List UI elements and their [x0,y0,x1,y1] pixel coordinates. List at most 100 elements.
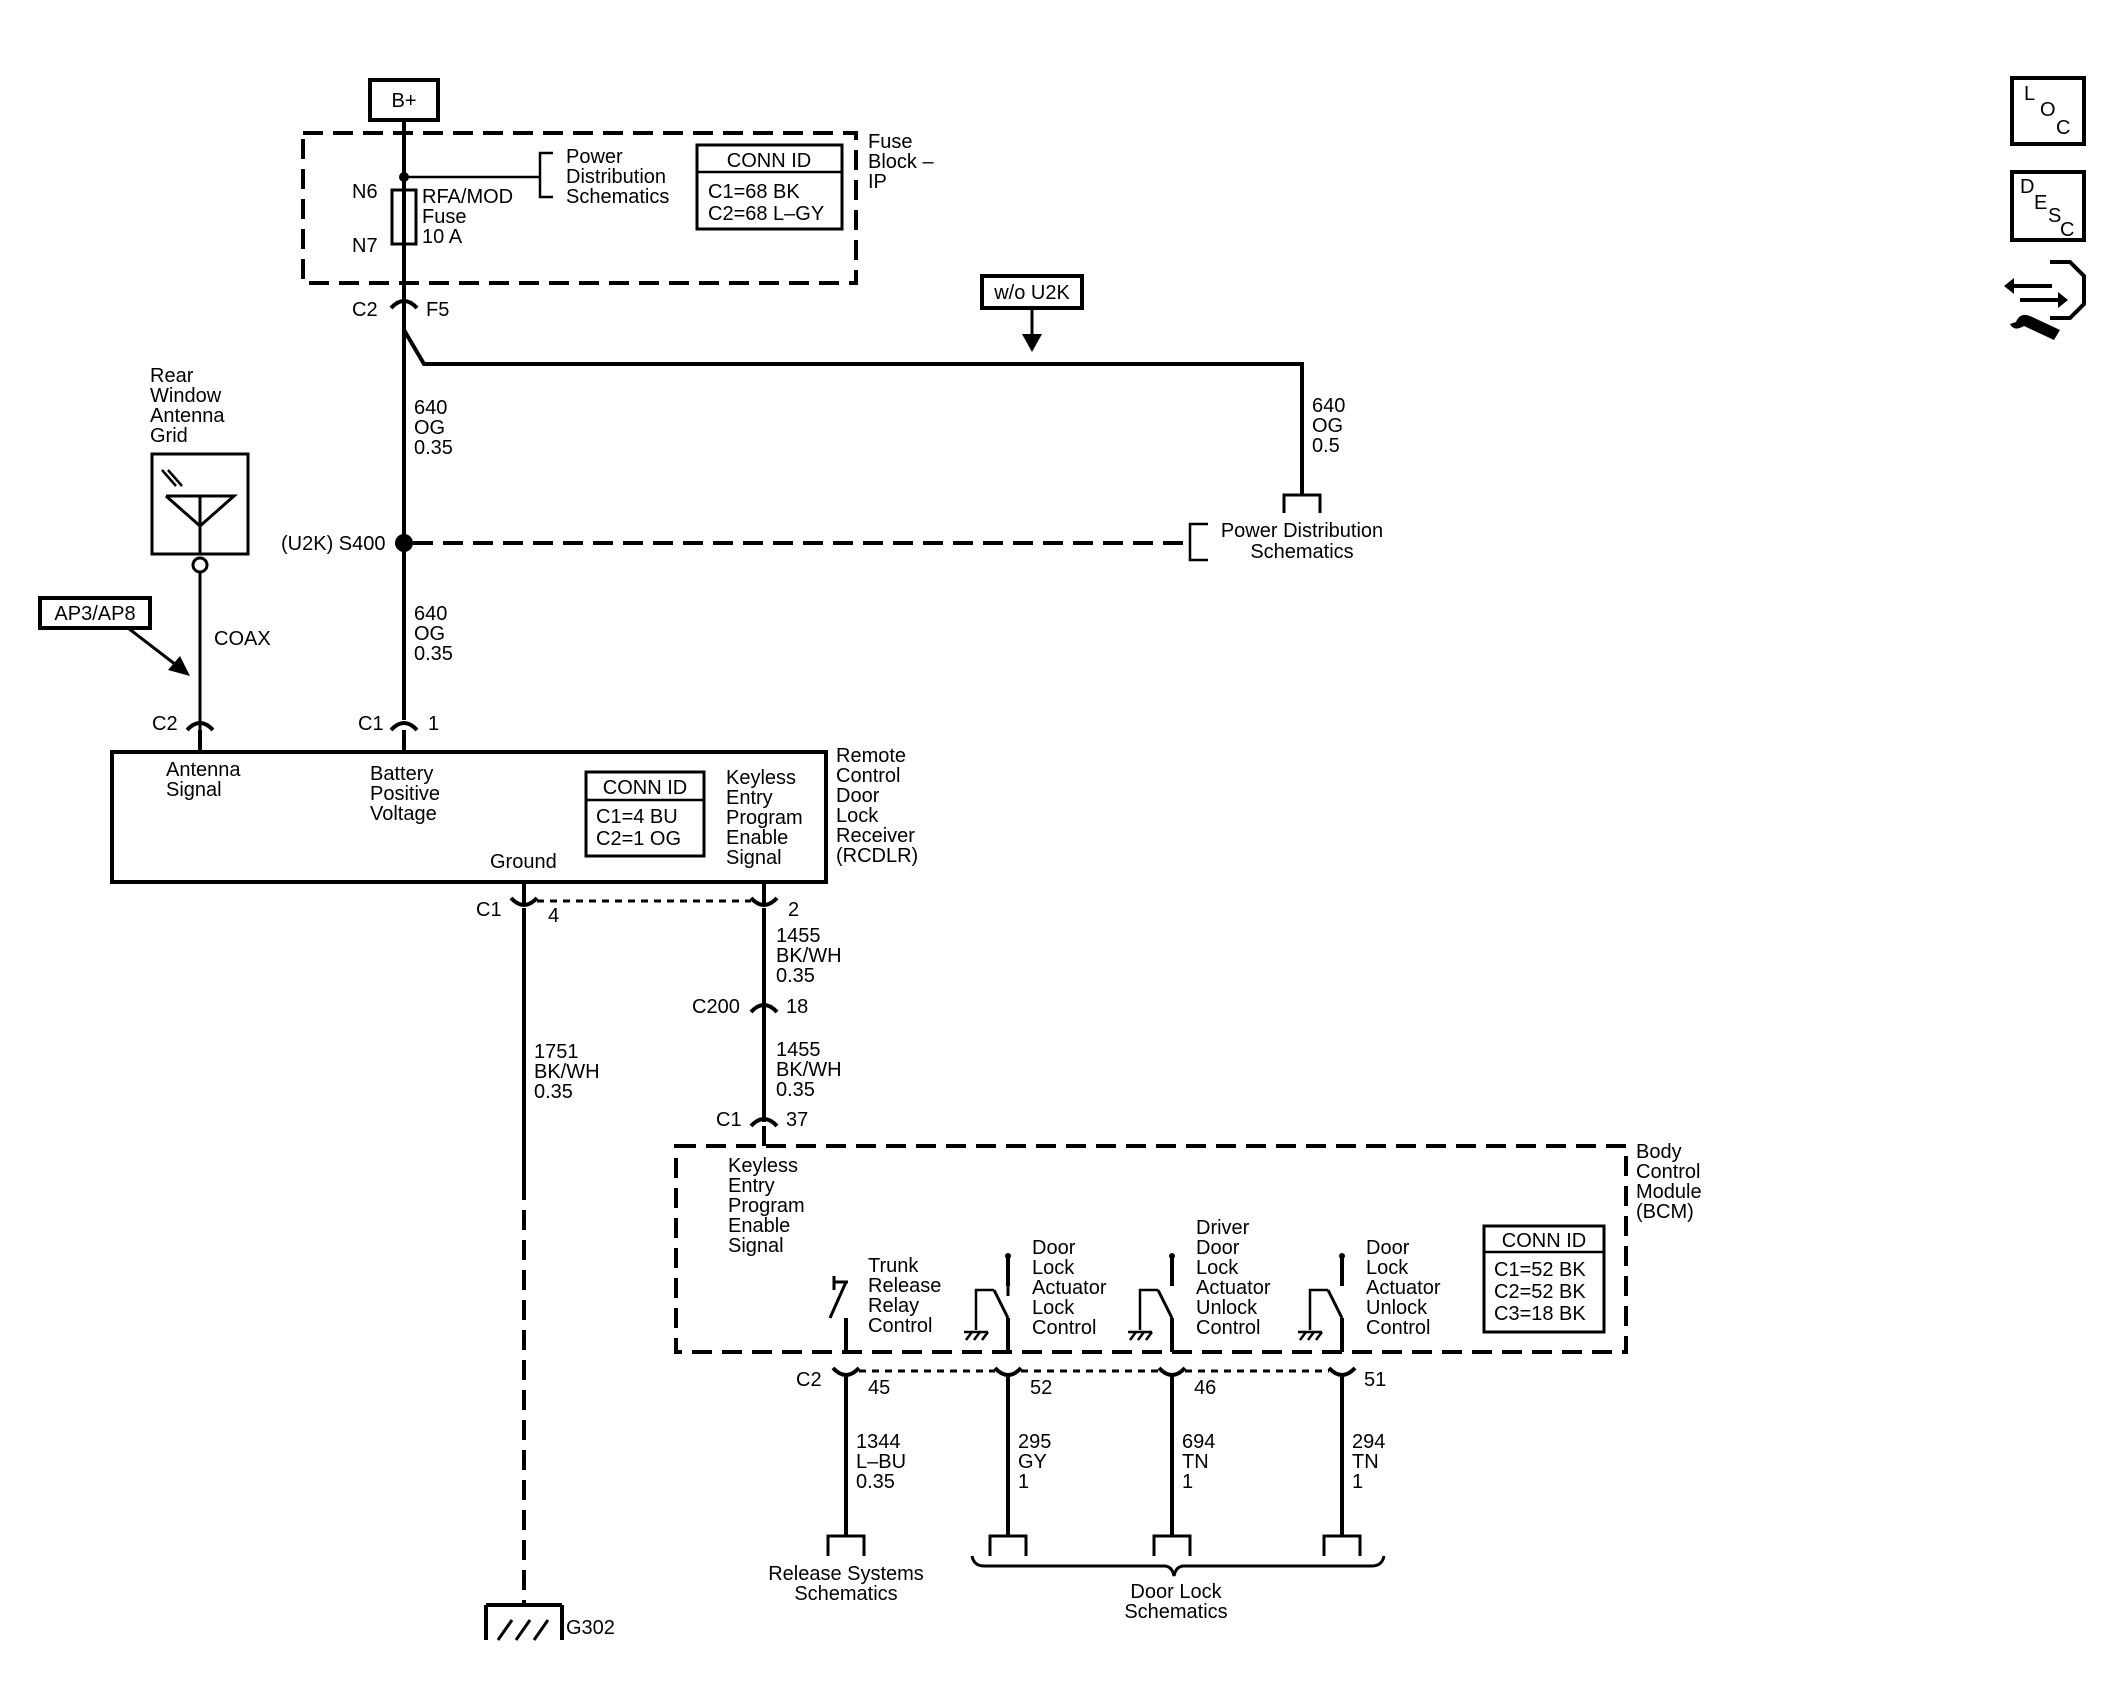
wire-kep-upper-color: BK/WH [776,945,842,967]
bcm-kep-line-1: Keyless [728,1155,798,1177]
loc-letter-o: O [2040,99,2056,121]
loc-button[interactable]: L O C [2010,76,2086,146]
bcm-name-line-4: (BCM) [1636,1201,1694,1223]
wire-ground-color: BK/WH [534,1061,600,1083]
rcdlr-antenna-line-1: Antenna [166,759,241,781]
connector-rcdlr-ground [509,896,539,907]
lock-control-switch [964,1253,1011,1352]
bcm-lock-line-5: Control [1032,1317,1096,1339]
connector-rcdlr-c1 [389,721,419,732]
ap3-arrow-head [168,656,190,676]
bcm-lock-line-1: Door [1032,1237,1076,1259]
bcm-driver-unlock-line-6: Control [1196,1317,1260,1339]
bcm-unlock-line-3: Actuator [1366,1277,1441,1299]
antenna-label-line-1: Rear [150,365,194,387]
connector-bcm-c2-pin-52 [993,1366,1023,1377]
bcm-pin-52-label: 52 [1030,1377,1052,1399]
antenna-label-line-4: Grid [150,425,188,447]
desc-letter-d: D [2020,176,2034,198]
wire-kep-lower-circuit: 1455 [776,1039,821,1061]
unlock-terminal-symbol [1322,1534,1362,1556]
desc-letter-s: S [2048,205,2061,227]
bplus-terminal: B+ [368,78,440,122]
option-tag-ap3-ap8-label: AP3/AP8 [54,603,135,625]
rcdlr-kep-line-1: Keyless [726,767,796,789]
rcdlr-kep-line-4: Enable [726,827,788,849]
fuse-power-ref-line-1: Power [566,146,623,168]
bcm-kep-line-4: Enable [728,1215,790,1237]
fuse-pin-n6: N6 [352,181,378,203]
rcdlr-name-line-2: Control [836,765,900,787]
connector-rcdlr-pin-4: 4 [548,905,559,927]
bcm-unlock-line-2: Lock [1366,1257,1409,1279]
connector-rcdlr-ground-label: C1 [476,899,502,921]
connector-bcm-c2-pin-46 [1157,1366,1187,1377]
connector-bcm-c2-label: C2 [796,1369,822,1391]
bcm-driver-unlock-line-1: Driver [1196,1217,1250,1239]
fuse-pin-n7: N7 [352,235,378,257]
antenna-label-line-2: Window [150,385,222,407]
bcm-conn-id-row-2: C2=52 BK [1494,1281,1586,1303]
wire-lock-color: GY [1018,1451,1047,1473]
rcdlr-module-box [110,750,828,884]
bcm-lock-line-4: Lock [1032,1297,1075,1319]
ground-g302-symbol [484,1603,564,1641]
wire-main-upper-size: 0.35 [414,437,453,459]
connector-bcm-pin-37: 37 [786,1109,808,1131]
wire-kep-upper-circuit: 1455 [776,925,821,947]
rcdlr-antenna-line-2: Signal [166,779,222,801]
connector-c2-label: C2 [352,299,378,321]
bcm-conn-id-row-3: C3=18 BK [1494,1303,1586,1325]
doorlock-ref-line-1: Door Lock [1130,1581,1222,1603]
rcdlr-kep-line-3: Program [726,807,803,829]
bcm-pin-51-label: 51 [1364,1369,1386,1391]
wire-unlock-color: TN [1352,1451,1379,1473]
connector-c200 [749,1003,779,1014]
bcm-name-line-3: Module [1636,1181,1702,1203]
bcm-name-line-1: Body [1636,1141,1682,1163]
ap3-arrow-shaft [127,626,181,670]
door-lock-brace [970,1555,1386,1577]
rcdlr-ground-label: Ground [490,851,557,873]
connector-tool-icon[interactable] [2004,260,2086,340]
connector-rcdlr-c2 [185,721,215,732]
bplus-label: B+ [391,90,416,112]
bcm-driver-unlock-line-3: Lock [1196,1257,1239,1279]
wire-640-og-branch [402,328,1304,495]
connector-bcm-c2-pin-51 [1327,1366,1357,1377]
desc-button[interactable]: D E S C [2010,170,2086,242]
bcm-lock-line-2: Lock [1032,1257,1075,1279]
fuse-conn-id-title: CONN ID [727,150,811,172]
wire-ground-circuit: 1751 [534,1041,579,1063]
release-ref-line-1: Release Systems [768,1563,924,1585]
connector-c200-label: C200 [692,996,740,1018]
wire-main-lower-color: OG [414,623,445,645]
rcdlr-name-line-4: Lock [836,805,879,827]
loc-letter-l: L [2024,83,2035,105]
fuse-label-line-1: RFA/MOD [422,186,513,208]
fuse-label-line-2: Fuse [422,206,466,228]
wire-driver-unlock-size: 1 [1182,1471,1193,1493]
bcm-pin-45-label: 45 [868,1377,890,1399]
rcdlr-name-line-3: Door [836,785,880,807]
fuse-block-name-line-1: Fuse [868,131,912,153]
splice-s400-dot [395,534,413,552]
desc-letter-e: E [2034,192,2047,214]
antenna-coax-terminal [191,556,209,574]
connector-bcm-c1 [749,1117,779,1128]
bcm-kep-line-5: Signal [728,1235,784,1257]
antenna-label-line-3: Antenna [150,405,225,427]
trunk-relay-switch [828,1276,848,1352]
wire-branch-size: 0.5 [1312,435,1340,457]
option-tag-ap3-ap8: AP3/AP8 [38,596,152,630]
fuse-label-line-3: 10 A [422,226,463,248]
power-dist-ref-bracket [1188,522,1208,562]
rcdlr-battery-line-2: Positive [370,783,440,805]
bcm-unlock-line-5: Control [1366,1317,1430,1339]
antenna-grid-icon [150,452,250,556]
fuse-block-name-line-3: IP [868,171,887,193]
rcdlr-name-line-5: Receiver [836,825,915,847]
bcm-trunk-line-3: Relay [868,1295,919,1317]
bcm-trunk-line-4: Control [868,1315,932,1337]
fuse-power-ref-bracket [538,151,553,199]
